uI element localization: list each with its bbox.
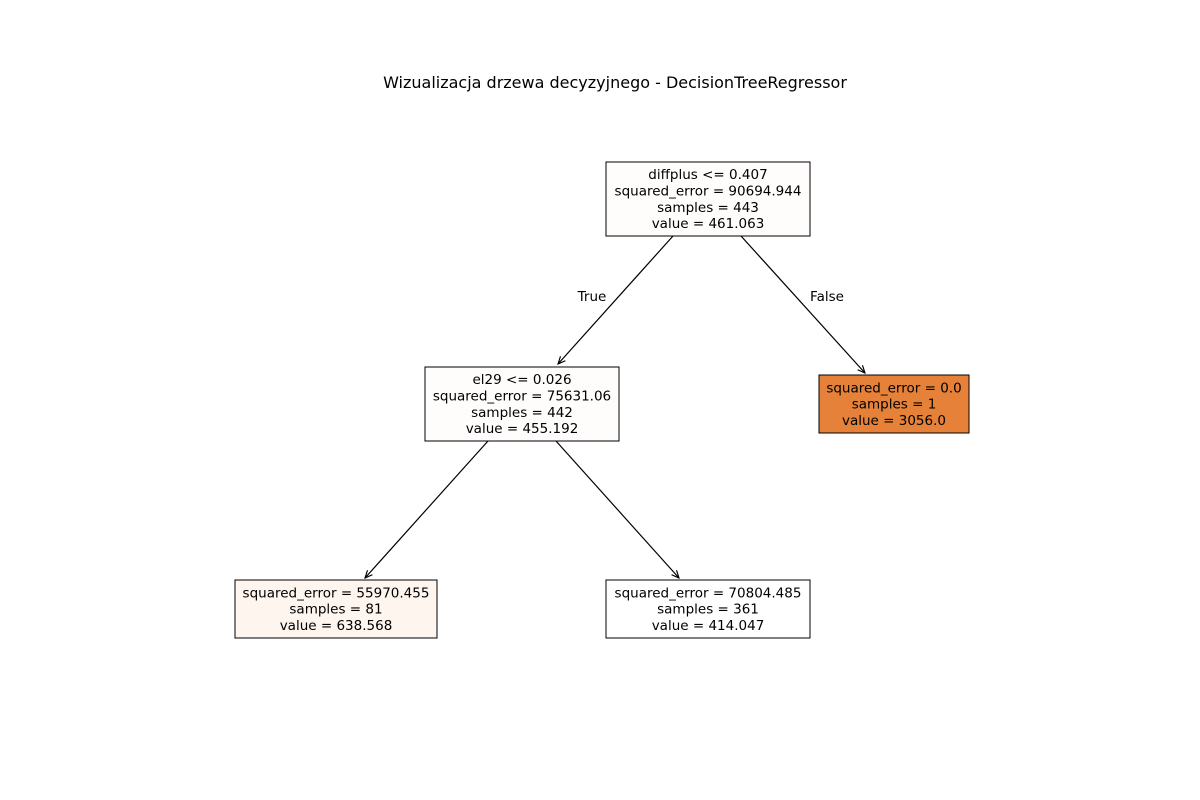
node-text-line: value = 3056.0 (842, 413, 946, 429)
edge-arrow-root-to-right-leaf (740, 235, 865, 373)
node-text-line: diffplus <= 0.407 (648, 167, 767, 183)
node-text-line: value = 461.063 (652, 216, 765, 232)
node-box-left-left-leaf (234, 579, 438, 639)
node-text-line: value = 638.568 (280, 618, 393, 634)
node-text-line: samples = 442 (471, 405, 573, 421)
node-text-line: samples = 361 (657, 602, 759, 618)
node-text-line: squared_error = 75631.06 (433, 389, 611, 405)
edge-arrow-left-to-left-left-leaf (365, 440, 489, 578)
node-text-line: squared_error = 70804.485 (615, 585, 802, 601)
node-box-root (605, 161, 811, 237)
node-box-right-leaf (818, 374, 970, 434)
node-text-line: samples = 443 (657, 200, 759, 216)
edge-label-true: True (577, 289, 607, 305)
edges-layer: True False (365, 235, 865, 578)
node-box-left-right-leaf (605, 579, 811, 639)
edge-arrow-left-to-left-right-leaf (555, 440, 679, 578)
node-box-left (424, 366, 620, 442)
node-text-line: squared_error = 0.0 (826, 380, 961, 396)
node-text-line: squared_error = 55970.455 (243, 585, 430, 601)
node-text-line: samples = 1 (852, 397, 937, 413)
node-text-line: samples = 81 (289, 602, 382, 618)
edge-label-false: False (810, 289, 844, 305)
edge-arrow-root-to-left (558, 235, 674, 364)
node-text-line: squared_error = 90694.944 (615, 184, 802, 200)
node-text-line: value = 455.192 (466, 421, 579, 437)
node-text-line: el29 <= 0.026 (472, 372, 571, 388)
figure-title: Wizualizacja drzewa decyzyjnego - Decisi… (383, 73, 847, 92)
node-text-line: value = 414.047 (652, 618, 765, 634)
